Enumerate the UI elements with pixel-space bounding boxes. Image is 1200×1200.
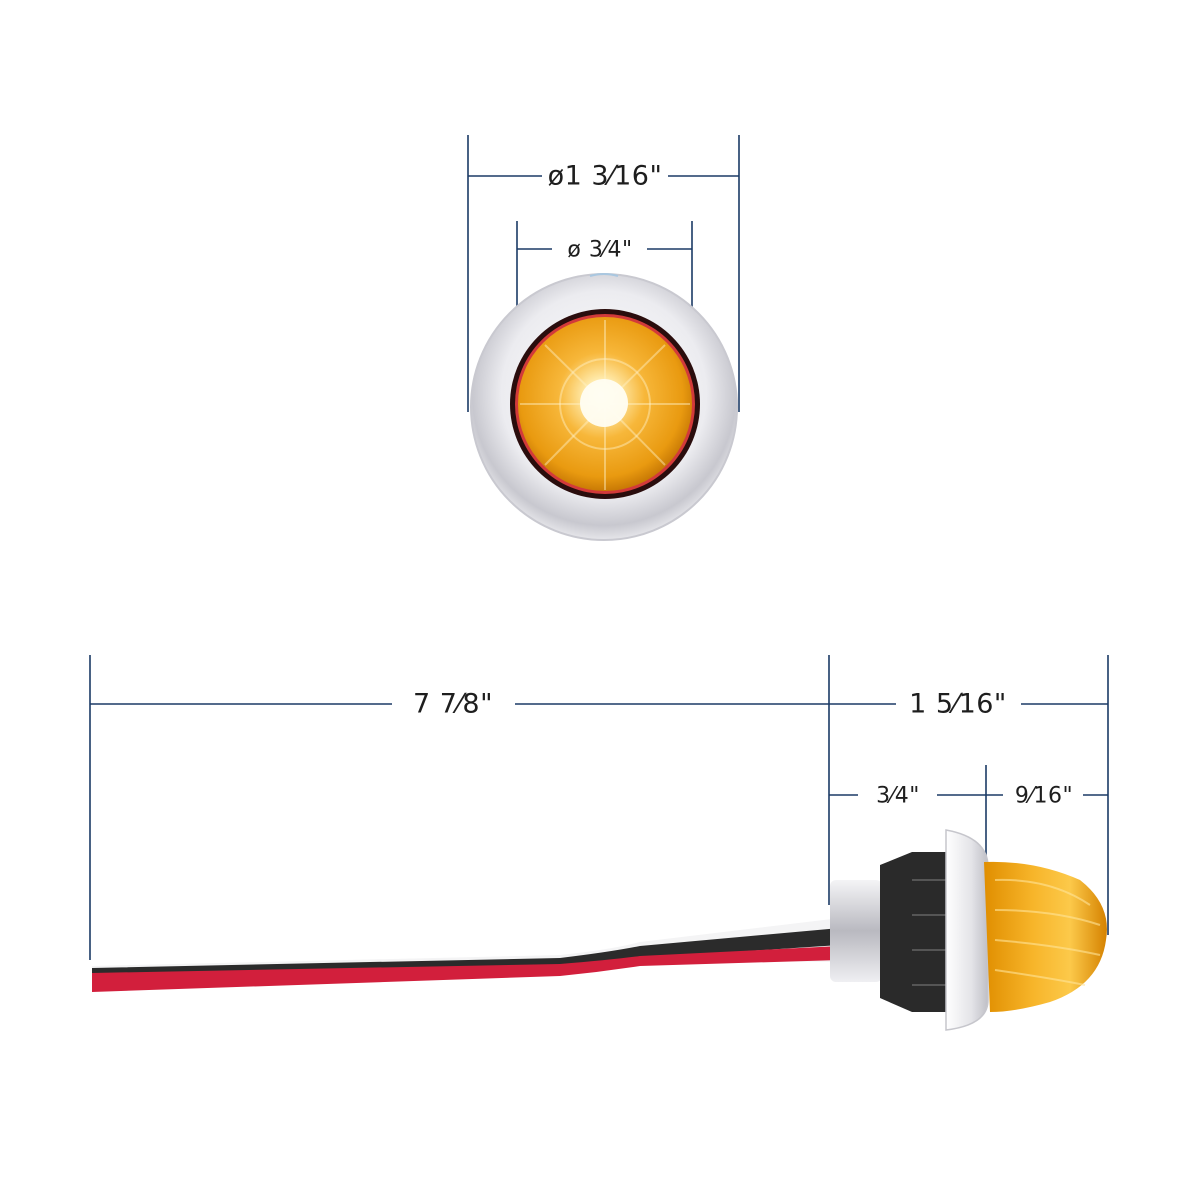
chrome-bezel-side	[945, 829, 989, 1031]
outer-diameter-label: ø1 3⁄16"	[543, 160, 667, 192]
black-wire	[92, 928, 840, 974]
wire-length-label: 7 7⁄8"	[408, 688, 498, 720]
red-wire	[92, 946, 840, 992]
lens-diameter-label: ø 3⁄4"	[563, 237, 637, 263]
lens-projection-label: 9⁄16"	[1010, 783, 1078, 809]
rear-depth-label: 3⁄4"	[872, 783, 924, 809]
side-view	[89, 655, 1109, 1031]
front-view	[467, 135, 740, 541]
led-hotspot	[580, 379, 628, 427]
mounting-stud	[830, 880, 882, 982]
amber-dome-lens	[984, 861, 1107, 1012]
rubber-grommet	[880, 852, 948, 1012]
overall-depth-label: 1 5⁄16"	[905, 688, 1011, 720]
